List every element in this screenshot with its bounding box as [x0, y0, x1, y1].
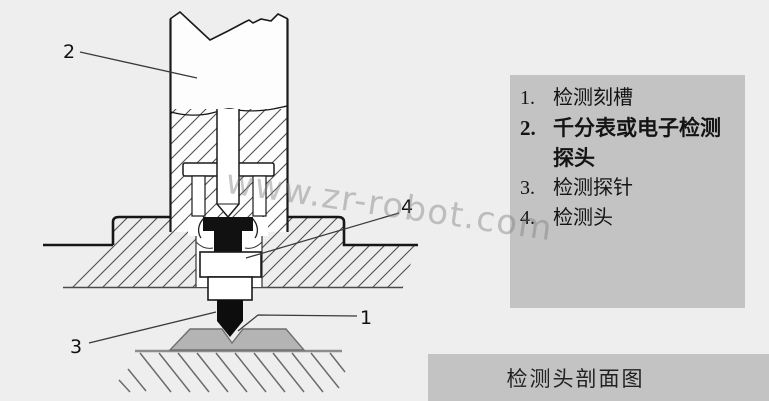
- legend-item-text: 千分表或电子检测探头: [553, 116, 721, 170]
- legend-item-head: 4. 检测头: [520, 203, 741, 233]
- right-collet-shoulder: [252, 217, 268, 236]
- leader-3: [88, 311, 217, 344]
- detection-head-block: [199, 251, 262, 301]
- workpiece-groove: [168, 328, 306, 351]
- base-plate: [43, 215, 418, 289]
- ground: [118, 349, 346, 393]
- callouts: 2 1 3 4: [63, 41, 413, 358]
- left-collet-shoulder: [188, 217, 204, 236]
- caption-box: 检测头剖面图: [428, 354, 769, 401]
- legend-box: 1. 检测刻槽 2. 千分表或电子检测探头 3. 检测探针 4. 检测头: [510, 75, 745, 308]
- leader-1: [237, 314, 358, 332]
- legend-item-number: 3.: [520, 177, 535, 199]
- callout-4-label: 4: [401, 196, 413, 218]
- legend-item-text: 检测刻槽: [553, 87, 633, 109]
- leader-2: [79, 51, 198, 79]
- caption-text: 检测头剖面图: [506, 366, 645, 391]
- spindle-rod: [216, 109, 240, 219]
- callout-2-label: 2: [63, 41, 75, 63]
- legend-item-number: 2.: [520, 116, 536, 140]
- legend-item-text: 检测探针: [553, 177, 633, 199]
- callout-1-label: 1: [360, 307, 372, 329]
- legend-item-groove: 1. 检测刻槽: [520, 83, 741, 113]
- leader-4: [245, 212, 400, 259]
- legend-item-number: 4.: [520, 207, 535, 229]
- legend-item-number: 1.: [520, 87, 535, 109]
- right-channel: [252, 175, 267, 217]
- clamp-black: [203, 217, 253, 252]
- legend-item-stylus: 3. 检测探针: [520, 173, 741, 203]
- legend-item-dial-indicator: 2. 千分表或电子检测探头: [520, 113, 741, 173]
- probe-stylus-tip: [217, 300, 243, 337]
- legend-item-text: 检测头: [553, 207, 613, 229]
- ground-hatch: [118, 352, 346, 393]
- callout-3-label: 3: [70, 336, 82, 358]
- broken-edge: [169, 10, 289, 41]
- left-channel: [191, 175, 206, 217]
